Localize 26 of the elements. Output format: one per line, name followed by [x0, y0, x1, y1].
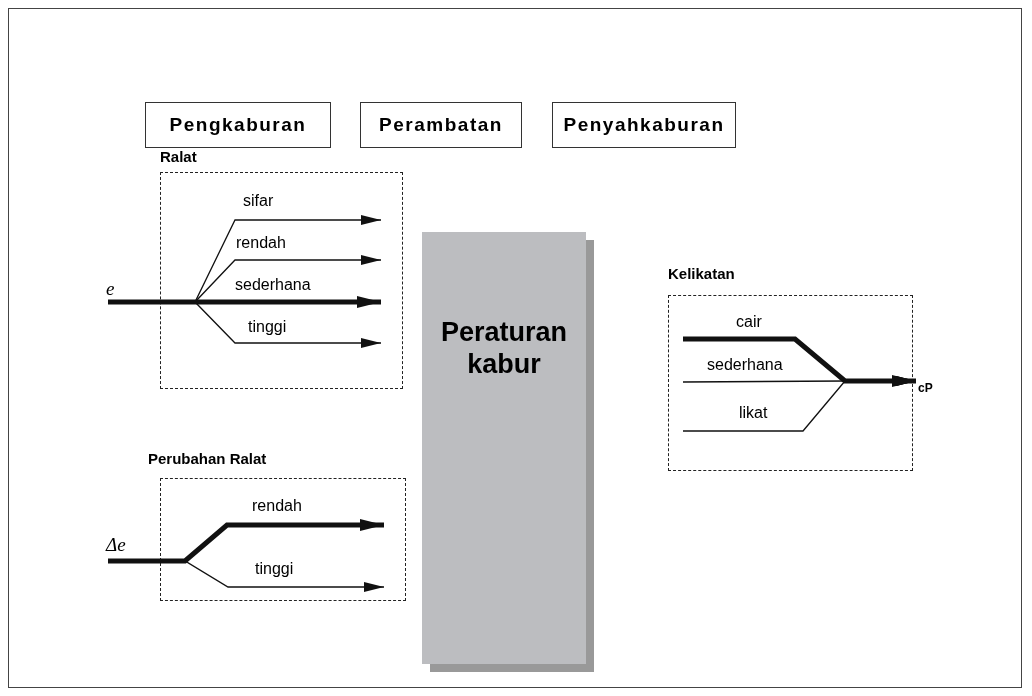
edge-label: likat [739, 404, 768, 422]
output-label: cP [918, 381, 933, 395]
arrow [107, 560, 385, 592]
block-title: Peraturan kabur [439, 316, 569, 380]
stage-box: Perambatan [360, 102, 522, 148]
edge-label: rendah [252, 497, 302, 515]
stage-box: Pengkaburan [145, 102, 331, 148]
edge-label: tinggi [248, 318, 287, 336]
arrow [108, 296, 381, 308]
edge-label: sederhana [235, 276, 311, 294]
edge-label: tinggi [255, 560, 294, 578]
arrow [108, 519, 384, 564]
arrow [683, 336, 916, 387]
group-heading: Perubahan Ralat [148, 450, 267, 467]
arrow [107, 301, 382, 348]
edge-label: sederhana [707, 356, 783, 374]
edge-label: rendah [236, 234, 286, 252]
variable-label: Δe [106, 534, 126, 556]
edge-label: cair [736, 313, 762, 331]
group-heading: Ralat [160, 148, 197, 165]
edge-label: sifar [243, 192, 274, 210]
arrow [682, 376, 917, 432]
variable-label: e [106, 278, 115, 300]
rule-block [422, 232, 586, 664]
stage-box: Penyahkaburan [552, 102, 736, 148]
group-heading: Kelikatan [668, 265, 735, 282]
